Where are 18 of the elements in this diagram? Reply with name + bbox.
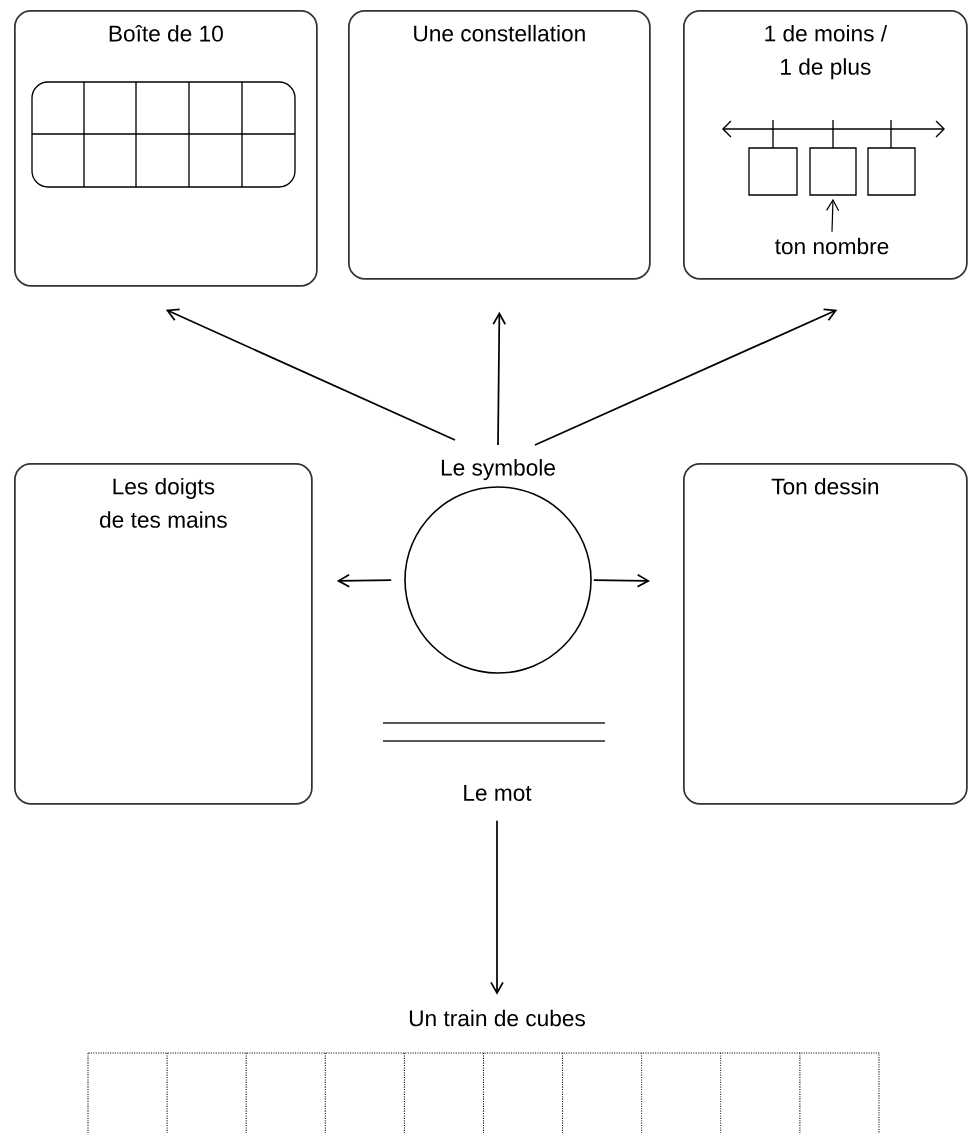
arrow (534, 308, 838, 446)
card-box: Une constellation (348, 10, 651, 280)
label: ton nombre (775, 237, 889, 255)
square (809, 147, 857, 196)
card-box: Ton dessin (683, 463, 968, 805)
arrow (492, 311, 507, 446)
label: Le mot (464, 785, 532, 801)
square (867, 147, 916, 196)
arrow (826, 198, 840, 233)
arrow (165, 308, 456, 441)
arrow (490, 820, 504, 995)
arrow (336, 573, 393, 588)
square (748, 147, 798, 196)
card-box: Les doigts de tes mains (14, 463, 313, 805)
arrow (592, 573, 650, 588)
label: Un train de cubes (409, 1009, 585, 1027)
card-box: Boîte de 10 (14, 10, 318, 287)
node-label: Le symbole (441, 459, 555, 481)
